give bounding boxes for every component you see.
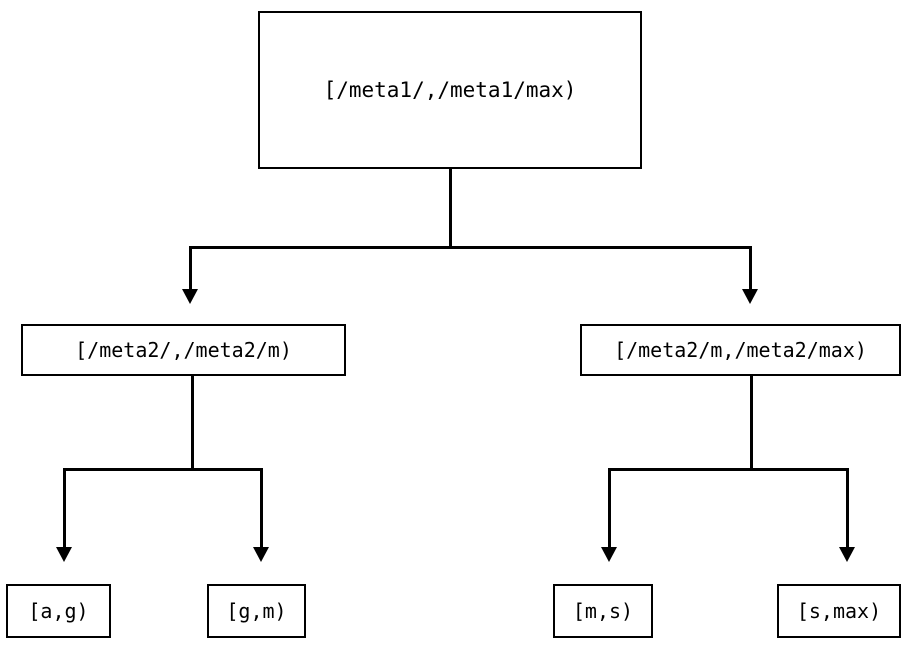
tree-node-leaf-s-max-label: [s,max) bbox=[796, 599, 882, 623]
tree-node-leaf-a-g-label: [a,g) bbox=[28, 599, 89, 623]
tree-node-leaf-g-m[interactable]: [g,m) bbox=[207, 584, 306, 638]
tree-node-mid-left[interactable]: [/meta2/,/meta2/m) bbox=[21, 324, 346, 376]
arrowhead-down-icon-leaf-m-s bbox=[601, 547, 617, 562]
edge-root-to-mid-right-drop bbox=[749, 246, 752, 290]
arrowhead-down-icon-mid-left bbox=[182, 289, 198, 304]
edge-mid-right-to-leaf-m-s-drop bbox=[608, 468, 611, 548]
tree-node-mid-left-label: [/meta2/,/meta2/m) bbox=[75, 338, 292, 362]
tree-node-leaf-m-s-label: [m,s) bbox=[572, 599, 634, 623]
edge-mid-right-to-leaf-s-max-drop bbox=[846, 468, 849, 548]
arrowhead-down-icon-mid-right bbox=[742, 289, 758, 304]
arrowhead-down-icon-leaf-s-max bbox=[839, 547, 855, 562]
tree-node-leaf-m-s[interactable]: [m,s) bbox=[553, 584, 653, 638]
tree-node-leaf-a-g[interactable]: [a,g) bbox=[6, 584, 111, 638]
tree-node-mid-right-label: [/meta2/m,/meta2/max) bbox=[614, 338, 867, 362]
arrowhead-down-icon-leaf-a-g bbox=[56, 547, 72, 562]
edge-mid-left-stem bbox=[191, 376, 194, 470]
edge-root-to-mid-left-drop bbox=[189, 246, 192, 290]
edge-mid-right-crossbar bbox=[609, 468, 849, 471]
arrowhead-down-icon-leaf-g-m bbox=[253, 547, 269, 562]
edge-root-stem bbox=[449, 168, 452, 248]
tree-node-root-label: [/meta1/,/meta1/max) bbox=[323, 77, 577, 102]
edge-mid-right-stem bbox=[750, 376, 753, 470]
edge-mid-left-to-leaf-g-m-drop bbox=[260, 468, 263, 548]
tree-node-leaf-g-m-label: [g,m) bbox=[226, 599, 287, 623]
edge-root-crossbar bbox=[190, 246, 752, 249]
tree-node-root[interactable]: [/meta1/,/meta1/max) bbox=[258, 11, 642, 169]
edge-mid-left-crossbar bbox=[64, 468, 263, 471]
edge-mid-left-to-leaf-a-g-drop bbox=[63, 468, 66, 548]
tree-node-leaf-s-max[interactable]: [s,max) bbox=[777, 584, 901, 638]
tree-node-mid-right[interactable]: [/meta2/m,/meta2/max) bbox=[580, 324, 901, 376]
